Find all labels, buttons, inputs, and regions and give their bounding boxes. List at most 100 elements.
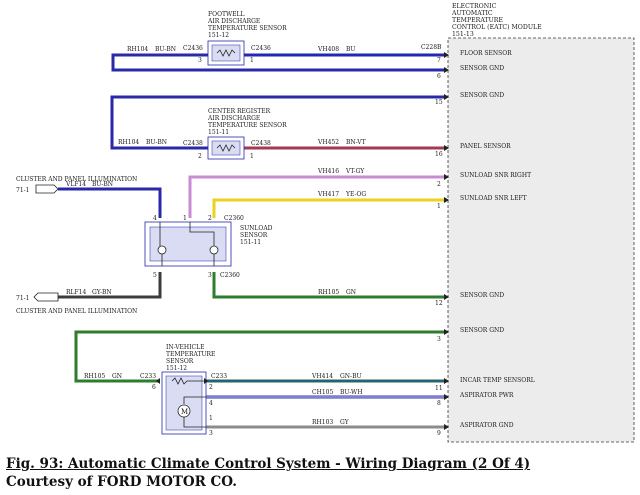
center-connector-right: C2438 bbox=[251, 140, 271, 147]
wire-label-circuit: VH414 bbox=[311, 373, 333, 380]
footwell-title-3: TEMPERATURE SENSOR bbox=[208, 25, 287, 32]
wire-label-color: GN-BU bbox=[340, 373, 362, 380]
invehicle-title-2: TEMPERATURE bbox=[166, 351, 215, 358]
thermistor-icon bbox=[216, 49, 236, 57]
invehicle-pin-left: 6 bbox=[152, 384, 156, 391]
wire-rh105-upper bbox=[212, 272, 444, 299]
wire-label-color: BU-BN bbox=[146, 139, 167, 146]
wiring-diagram: ELECTRONIC AUTOMATIC TEMPERATURE CONTROL… bbox=[16, 3, 635, 443]
module-pin-11: 11 bbox=[435, 385, 443, 392]
wire-rh104-mid bbox=[110, 95, 444, 150]
module-ref: 151-13 bbox=[452, 31, 474, 38]
wire-label-circuit: RH103 bbox=[312, 419, 333, 426]
center-register-sensor: CENTER REGISTER AIR DISCHARGE TEMPERATUR… bbox=[183, 108, 287, 160]
wire-label-color: BN-VT bbox=[346, 139, 366, 146]
invehicle-connector-left: C233 bbox=[140, 373, 156, 380]
wire-rh104-top bbox=[111, 53, 444, 72]
module-pin-label-sunload-right: SUNLOAD SNR RIGHT bbox=[460, 172, 531, 179]
module-pin-label-sunload-left: SUNLOAD SNR LEFT bbox=[460, 195, 527, 202]
module-pin-15: 15 bbox=[435, 99, 443, 106]
invehicle-pin-4: 4 bbox=[209, 400, 213, 407]
arrow-pin-15 bbox=[444, 94, 449, 100]
invehicle-pin-3: 3 bbox=[209, 430, 213, 437]
module-pin-9: 9 bbox=[437, 430, 441, 437]
footwell-connector-left: C2436 bbox=[183, 45, 203, 52]
wire-label-circuit: VH452 bbox=[317, 139, 339, 146]
invehicle-pin-2: 2 bbox=[209, 384, 213, 391]
figure-caption: Fig. 93: Automatic Climate Control Syste… bbox=[6, 456, 531, 472]
sunload-connector-bottom: C2360 bbox=[220, 272, 240, 279]
sunload-pin-1: 1 bbox=[183, 215, 187, 222]
module-title-4: CONTROL (EATC) MODULE bbox=[452, 24, 542, 31]
arrow-pin-9 bbox=[444, 424, 449, 430]
center-pin-right: 1 bbox=[250, 153, 254, 160]
offpage-arrow-icon bbox=[35, 184, 59, 194]
footwell-title-1: FOOTWELL bbox=[208, 11, 245, 18]
wire-label-circuit: VLF14 bbox=[65, 181, 86, 188]
module-pin-label-floor-sensor: FLOOR SENSOR bbox=[460, 50, 512, 57]
arrow-pin-6 bbox=[444, 67, 449, 73]
motor-lead bbox=[183, 396, 206, 404]
sunload-sensor: SUNLOAD SENSOR 151-11 C2360 C2360 4 1 2 … bbox=[144, 215, 273, 279]
module-title-2: AUTOMATIC bbox=[451, 10, 493, 17]
wire-label-color: VT-GY bbox=[345, 168, 365, 175]
thermistor-icon bbox=[216, 144, 236, 152]
module-connector-label: C228B bbox=[421, 44, 442, 51]
wires bbox=[58, 53, 444, 429]
offpage-upper-ref: 71-1 bbox=[16, 187, 29, 194]
center-connector-left: C2438 bbox=[183, 140, 203, 147]
wire-label-color: GN bbox=[346, 289, 356, 296]
sunload-title-1: SUNLOAD bbox=[240, 225, 273, 232]
footwell-inner bbox=[211, 44, 241, 62]
offpage-arrow-icon bbox=[33, 292, 59, 302]
module-box bbox=[447, 37, 635, 443]
wire-label-circuit: RH105 bbox=[84, 373, 105, 380]
module-pin-12: 12 bbox=[435, 300, 443, 307]
arrow-pin-12 bbox=[444, 294, 449, 300]
arrow-pin-2 bbox=[444, 174, 449, 180]
offpage-upper-label: CLUSTER AND PANEL ILLUMINATION bbox=[16, 176, 137, 183]
photodiode-icon bbox=[209, 245, 219, 255]
thermistor-icon bbox=[171, 377, 206, 385]
sunload-title-2: SENSOR bbox=[240, 232, 268, 239]
connector-arrow-icon bbox=[204, 378, 208, 384]
module-pin-8: 8 bbox=[437, 400, 441, 407]
wire-label-circuit: CH105 bbox=[312, 389, 333, 396]
module-pin-label-aspirator-pwr: ASPIRATOR PWR bbox=[459, 392, 514, 399]
wire-labels: RH104 BU-BN VH408 BU RH104 BU-BN VH452 B… bbox=[65, 46, 366, 426]
center-inner bbox=[211, 140, 241, 156]
wire-label-color: GN bbox=[112, 373, 122, 380]
photodiode-icon bbox=[157, 245, 167, 255]
center-pin-left: 2 bbox=[198, 153, 202, 160]
wire-label-color: BU-WH bbox=[340, 389, 362, 396]
eatc-module: ELECTRONIC AUTOMATIC TEMPERATURE CONTROL… bbox=[421, 3, 635, 443]
module-pin-label-sensor-gnd-3: SENSOR GND bbox=[460, 292, 504, 299]
module-pin-label-aspirator-gnd: ASPIRATOR GND bbox=[459, 422, 514, 429]
module-title-3: TEMPERATURE bbox=[452, 17, 503, 24]
invehicle-title-1: IN-VEHICLE bbox=[166, 344, 204, 351]
wire-label-color: BU-BN bbox=[92, 181, 113, 188]
invehicle-sensor: IN-VEHICLE TEMPERATURE SENSOR 151-12 M C… bbox=[140, 344, 227, 437]
wire-rh105-lower bbox=[74, 330, 444, 383]
sunload-pin-5: 5 bbox=[153, 272, 157, 279]
invehicle-title-3: SENSOR bbox=[166, 358, 194, 365]
wire-label-circuit: VH408 bbox=[317, 46, 339, 53]
offpage-lower-ref: 71-1 bbox=[16, 295, 29, 302]
center-title-3: TEMPERATURE SENSOR bbox=[208, 122, 287, 129]
arrow-pin-8 bbox=[444, 394, 449, 400]
offpage-upper: CLUSTER AND PANEL ILLUMINATION 71-1 bbox=[16, 176, 137, 194]
sunload-connector-top: C2360 bbox=[224, 215, 244, 222]
wire-vlf14 bbox=[58, 187, 162, 218]
sunload-pin-3: 3 bbox=[208, 272, 212, 279]
sunload-inner bbox=[149, 226, 227, 262]
module-title-1: ELECTRONIC bbox=[452, 3, 497, 10]
wire-rlf14 bbox=[58, 272, 162, 299]
footwell-pin-left: 3 bbox=[198, 57, 202, 64]
center-title-2: AIR DISCHARGE bbox=[207, 115, 260, 122]
offpage-lower: 71-1 CLUSTER AND PANEL ILLUMINATION bbox=[16, 292, 137, 315]
arrow-pin-11 bbox=[444, 378, 449, 384]
module-pin-arrows bbox=[444, 52, 449, 430]
figure-credit: Courtesy of FORD MOTOR CO. bbox=[6, 474, 237, 490]
sunload-pin-2: 2 bbox=[208, 215, 212, 222]
offpage-lower-label: CLUSTER AND PANEL ILLUMINATION bbox=[16, 308, 137, 315]
